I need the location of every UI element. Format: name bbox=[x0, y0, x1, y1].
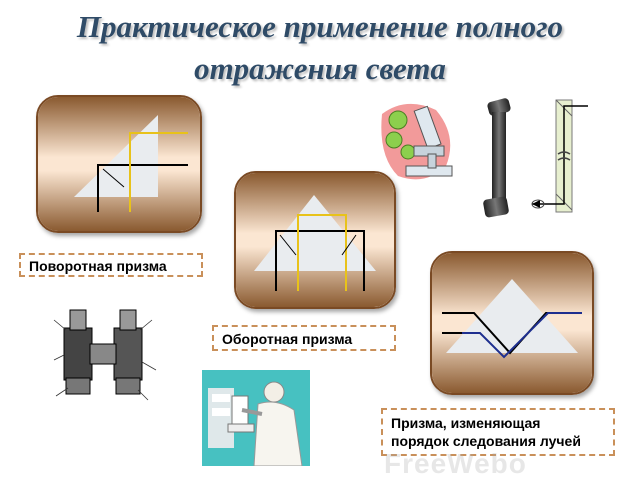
binoculars-drawing bbox=[53, 309, 157, 401]
normal-line-left bbox=[279, 234, 297, 256]
ray-black bbox=[275, 230, 365, 291]
ray-yellow bbox=[297, 214, 347, 291]
inverting-prism-tile bbox=[234, 171, 396, 309]
prism-shape bbox=[74, 115, 158, 197]
title-line-2: отражения света bbox=[194, 51, 446, 86]
slide-title: Практическое применение полного отражени… bbox=[0, 6, 640, 90]
inverting-prism-diagram bbox=[236, 173, 394, 307]
order-prism-tile bbox=[430, 251, 594, 395]
rotating-prism-label: Поворотная призма bbox=[19, 253, 203, 277]
scientist-at-microscope-illustration bbox=[202, 370, 310, 466]
inverting-prism-label: Оборотная призма bbox=[212, 325, 396, 351]
ray-black bbox=[97, 164, 188, 212]
ray-yellow bbox=[129, 132, 188, 212]
order-prism-label: Призма, изменяющая порядок следования лу… bbox=[381, 408, 615, 456]
normal-line-right bbox=[341, 234, 357, 256]
rotating-prism-tile bbox=[36, 95, 202, 233]
periscope-diagram bbox=[531, 99, 588, 213]
title-line-1: Практическое применение полного bbox=[76, 9, 564, 44]
order-prism-diagram bbox=[432, 253, 592, 393]
order-prism-label-line2: порядок следования лучей bbox=[391, 433, 581, 449]
microscope-illustration bbox=[381, 103, 453, 180]
normal-line bbox=[102, 168, 125, 188]
periscope-tube-illustration bbox=[483, 98, 511, 218]
rotating-prism-diagram bbox=[38, 97, 200, 231]
order-prism-label-line1: Призма, изменяющая bbox=[391, 415, 541, 431]
prism-shape bbox=[446, 279, 578, 353]
